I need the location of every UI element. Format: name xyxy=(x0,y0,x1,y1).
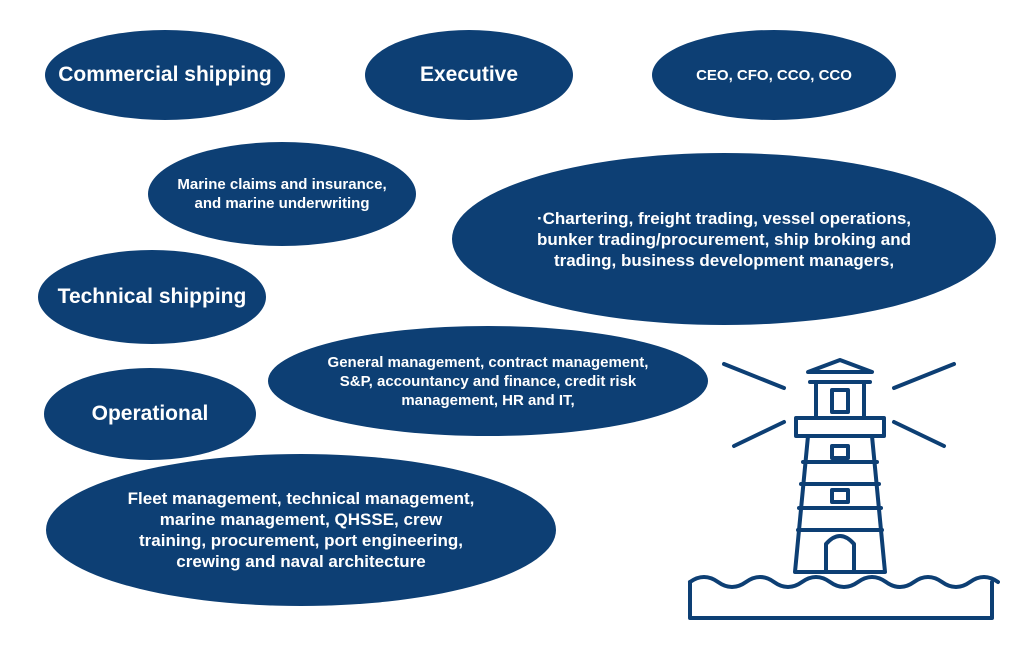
executive-roles-label: CEO, CFO, CCO, CCO xyxy=(696,66,852,84)
bubble-commercial-shipping: Commercial shipping xyxy=(45,30,285,120)
bubble-executive: Executive xyxy=(365,30,573,120)
bubble-fleet-management: Fleet management, technical management, … xyxy=(46,454,556,606)
marine-claims-label: Marine claims and insurance, and marine … xyxy=(177,176,387,212)
operational-label: Operational xyxy=(91,402,209,425)
ray-left-bottom xyxy=(732,420,786,448)
bubble-chartering: ·Chartering, freight trading, vessel ope… xyxy=(452,153,996,325)
bubble-operational: Operational xyxy=(44,368,256,460)
chartering-label: ·Chartering, freight trading, vessel ope… xyxy=(536,208,912,270)
ray-right-bottom xyxy=(892,420,946,448)
lighthouse-icon xyxy=(688,358,1000,620)
general-management-label: General management, contract management,… xyxy=(327,353,649,409)
ray-left-top xyxy=(722,362,786,390)
commercial-shipping-label: Commercial shipping xyxy=(58,63,272,86)
executive-label: Executive xyxy=(419,63,519,86)
bubble-technical-shipping: Technical shipping xyxy=(38,250,266,344)
fleet-management-label: Fleet management, technical management, … xyxy=(127,489,475,571)
bubble-executive-roles: CEO, CFO, CCO, CCO xyxy=(652,30,896,120)
bubble-marine-claims: Marine claims and insurance, and marine … xyxy=(148,142,416,246)
technical-shipping-label: Technical shipping xyxy=(57,285,247,308)
bubble-general-management: General management, contract management,… xyxy=(268,326,708,436)
ray-right-top xyxy=(892,362,956,390)
